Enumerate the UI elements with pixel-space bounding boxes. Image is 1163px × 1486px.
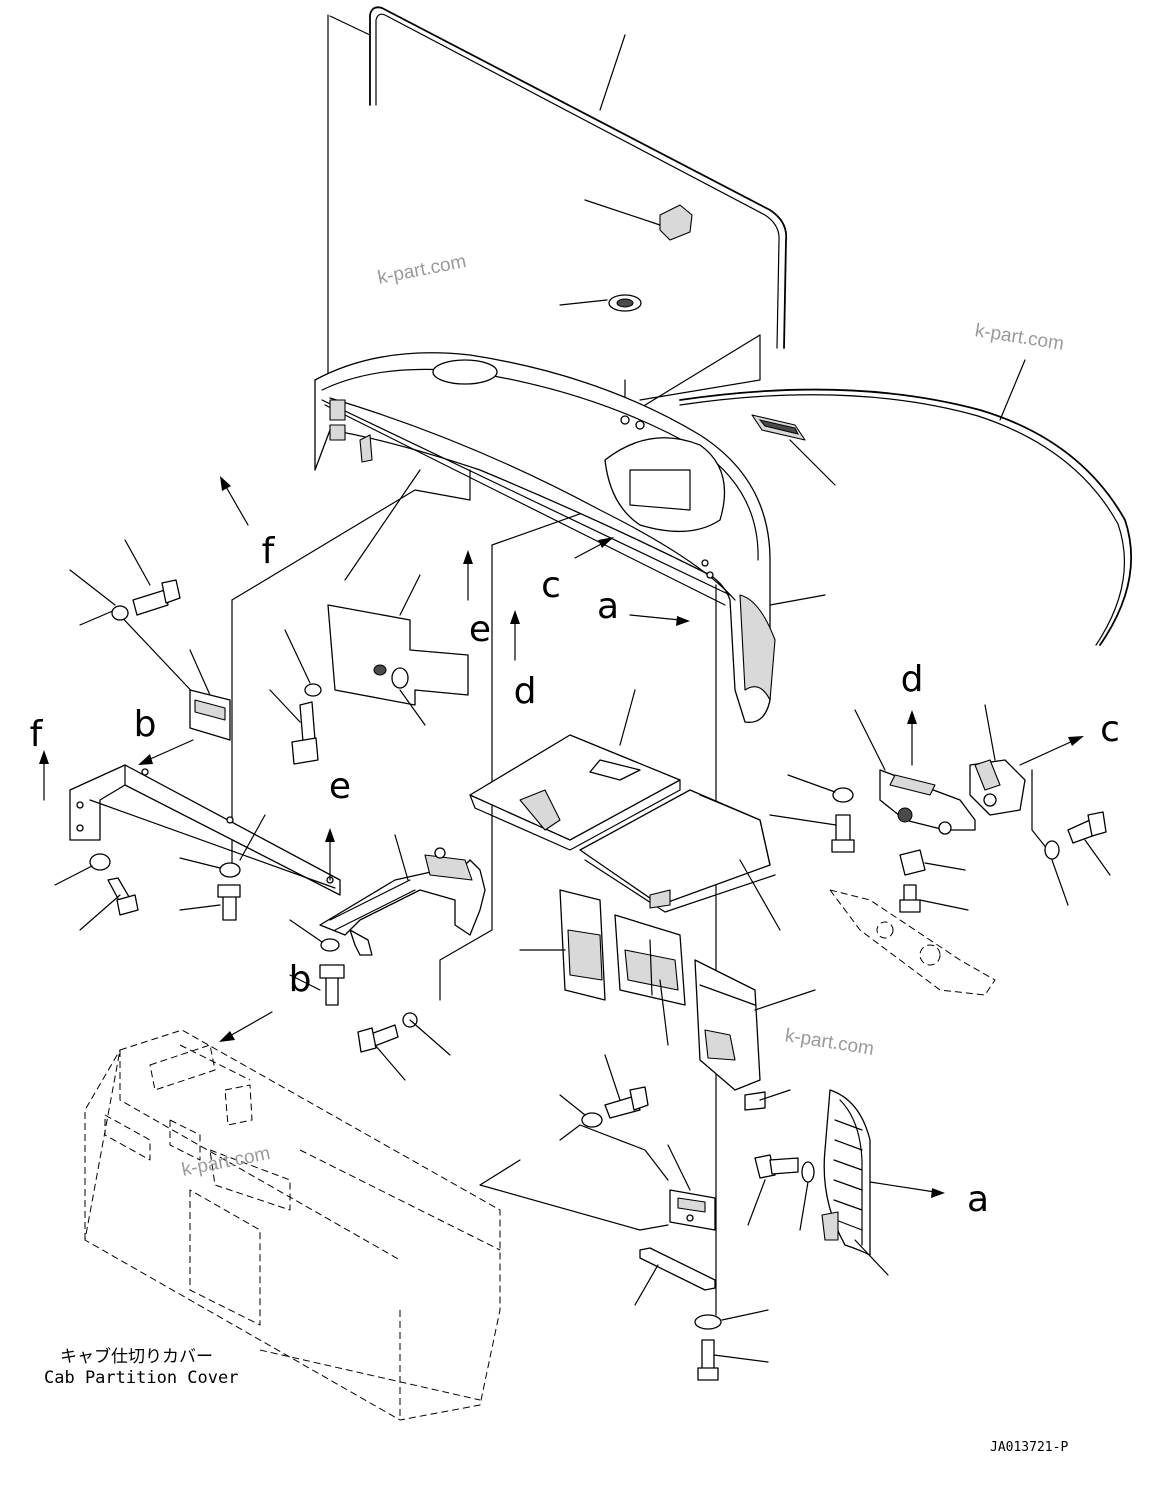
reference-letter-a: a <box>596 586 620 627</box>
lower-stay <box>634 1247 716 1306</box>
fasteners-lower-left <box>54 853 241 931</box>
side-rail <box>69 764 341 896</box>
reference-letter-c: c <box>1100 709 1120 750</box>
direction-arrows <box>39 476 1084 1198</box>
panel-1 <box>519 889 606 1001</box>
caption-japanese: キャブ仕切りカバー <box>60 1347 213 1367</box>
handrail <box>369 6 788 349</box>
reference-letter-f: f <box>29 714 43 755</box>
hinge-right <box>969 704 1026 816</box>
wire-harness <box>679 359 1133 646</box>
reference-letter-e: e <box>468 609 492 650</box>
center-bracket <box>289 834 486 1081</box>
panel-2 <box>614 914 686 1046</box>
harness-clip <box>751 414 836 486</box>
caption-english: Cab Partition Cover <box>44 1368 239 1388</box>
reference-letter-a: a <box>966 1179 990 1220</box>
drawing-code: JA013721-P <box>990 1440 1069 1455</box>
floor-plate-rear <box>579 789 781 931</box>
cab-partition-cover <box>84 1029 501 1421</box>
lower-fasteners <box>559 1054 815 1381</box>
reference-letter-b: b <box>288 959 312 1000</box>
reference-letter-b: b <box>133 704 157 745</box>
reference-letter-d: d <box>513 671 537 712</box>
reference-letter-d: d <box>900 659 924 700</box>
lower-hinge <box>667 1144 716 1231</box>
reference-letter-f: f <box>261 531 275 572</box>
right-hinge-assembly <box>769 709 976 913</box>
reference-letter-e: e <box>328 766 352 807</box>
fasteners-upper-left <box>69 539 322 765</box>
main-cover <box>314 352 826 723</box>
right-curved-panel <box>821 1089 889 1276</box>
fasteners-right <box>1044 811 1111 906</box>
reference-bracket <box>829 889 996 996</box>
left-plate <box>327 574 469 726</box>
grommet <box>559 294 642 312</box>
hinge-left <box>189 649 231 741</box>
panel-3 <box>694 959 816 1111</box>
reference-letter-c: c <box>541 565 561 606</box>
rail-clamp <box>584 199 693 241</box>
floor-plate-front <box>469 689 681 851</box>
